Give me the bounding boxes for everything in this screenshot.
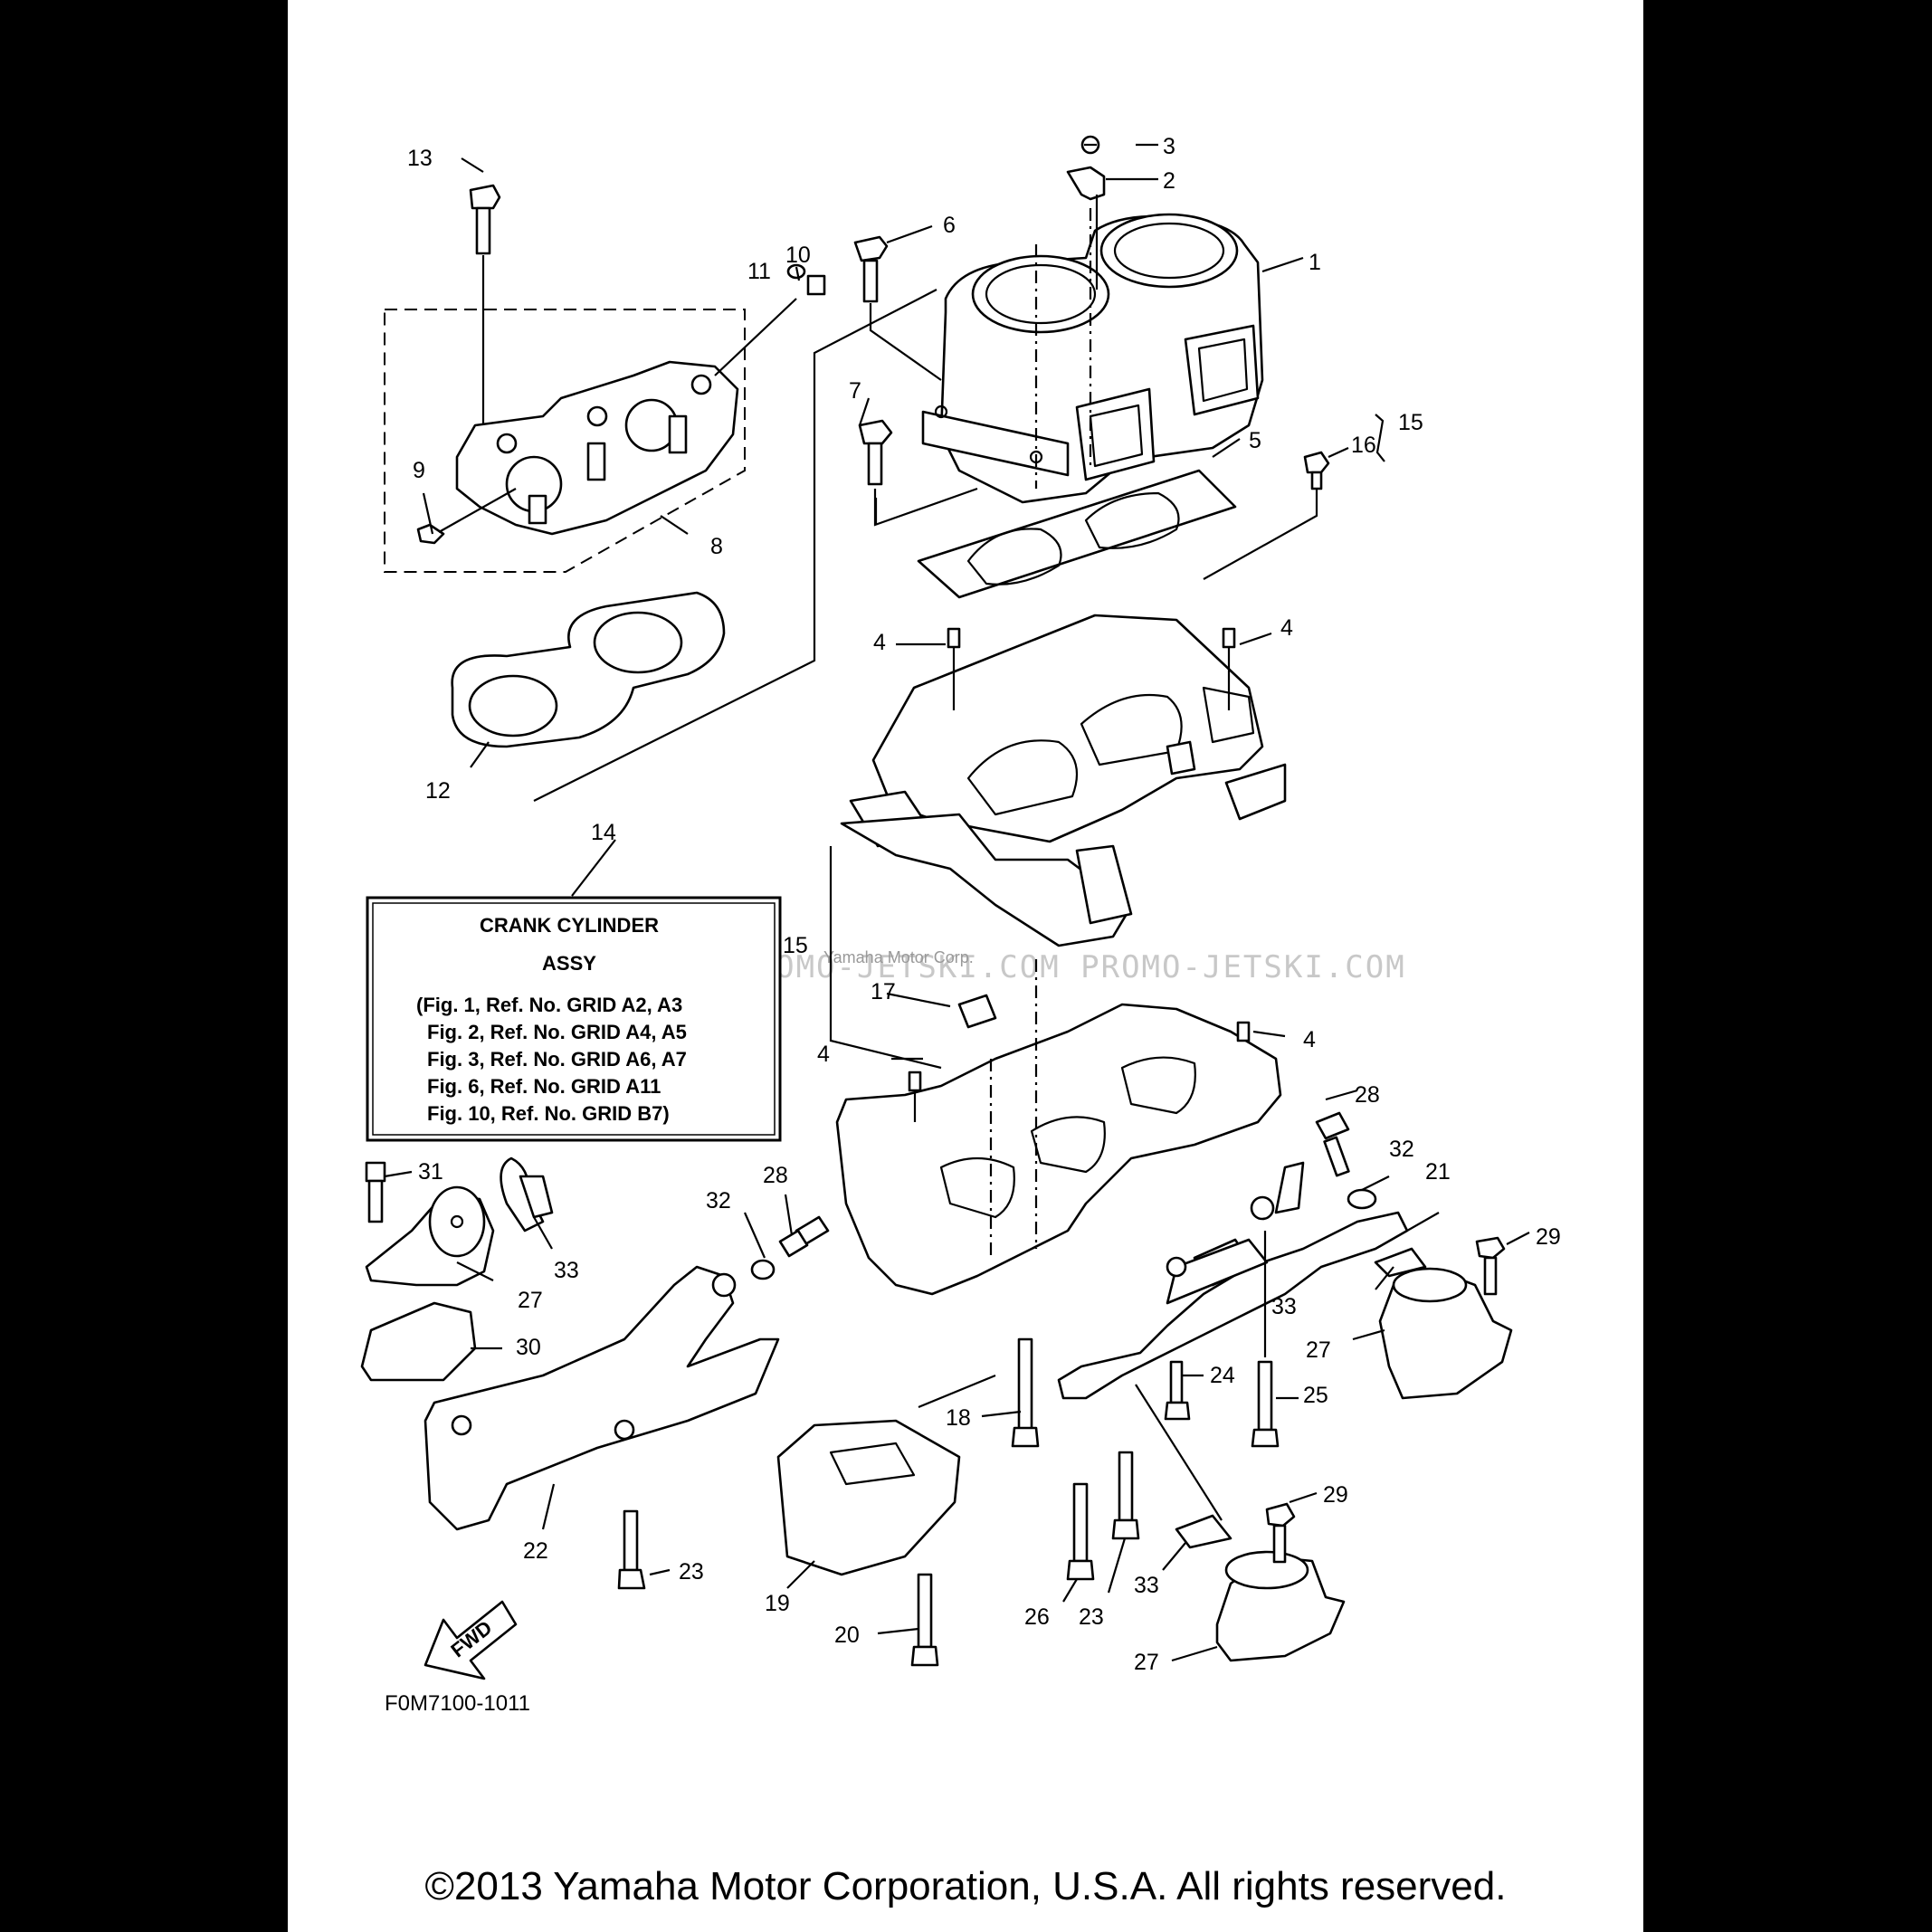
dowel-pin-lower-left [908,1071,922,1092]
label-14: 14 [591,820,616,845]
label-8: 8 [710,534,723,559]
bolt-part-20 [910,1573,939,1667]
fwd-arrow: FWD [424,1600,518,1680]
info-box-subtitle: ASSY [542,952,596,975]
bolt-part-25 [1251,1360,1280,1448]
label-28: 28 [763,1163,788,1188]
label-2: 2 [1163,168,1175,194]
label-23: 23 [679,1559,704,1585]
label-27: 27 [1134,1650,1159,1675]
label-10: 10 [785,243,811,268]
bolt-part-7 [858,419,978,527]
dowel-pin-lower-right [1236,1021,1251,1042]
label-27: 27 [518,1288,543,1313]
washer-part-32-right [1347,1188,1377,1210]
leader-lines [384,143,1530,1662]
upper-crankcase [840,614,1287,947]
cylinder-block [921,213,1264,504]
label-12: 12 [425,778,451,804]
mount-part-19 [776,1419,961,1576]
engine-mount-right-lower [1175,1514,1346,1662]
label-4: 4 [1280,615,1293,641]
label-5: 5 [1249,428,1261,453]
label-4: 4 [817,1042,830,1067]
label-25: 25 [1303,1383,1328,1408]
bracket-part-2 [1066,135,1106,290]
label-29: 29 [1536,1224,1561,1250]
watermark-small: Yamaha Motor Corp. [823,948,974,966]
copyright-notice: ©2013 Yamaha Motor Corporation, U.S.A. A… [424,1864,1507,1908]
label-18: 18 [946,1405,971,1431]
info-box-line: (Fig. 1, Ref. No. GRID A2, A3 [416,994,682,1016]
bolt-part-29-upper [1475,1236,1506,1296]
bolt-part-28-right [1315,1111,1350,1177]
dowel-pin-upper-right [1222,627,1236,649]
info-box-line: Fig. 2, Ref. No. GRID A4, A5 [427,1021,687,1043]
washer-part-32-left [750,1259,776,1280]
label-4: 4 [1303,1027,1316,1052]
engine-mount-right-upper [1374,1247,1513,1400]
label-32: 32 [1389,1137,1414,1162]
label-22: 22 [523,1538,548,1564]
label-33: 33 [1134,1573,1159,1598]
head-gasket [451,591,726,748]
info-box-line: Fig. 3, Ref. No. GRID A6, A7 [427,1048,687,1071]
label-28: 28 [1355,1082,1380,1108]
engine-mount-left [360,1156,554,1382]
info-box-line: Fig. 6, Ref. No. GRID A11 [427,1075,661,1098]
bolt-part-23-left [617,1509,646,1590]
bolt-part-16 [1203,451,1330,580]
lower-crankcase [835,1003,1282,1296]
label-3: 3 [1163,134,1175,159]
label-32: 32 [706,1188,731,1213]
label-20: 20 [834,1623,860,1648]
label-15: 15 [1398,410,1423,435]
label-9: 9 [413,458,425,483]
label-31: 31 [418,1159,443,1185]
label-19: 19 [765,1591,790,1616]
label-24: 24 [1210,1363,1235,1388]
bolt-part-29-lower [1265,1502,1296,1564]
label-33: 33 [1271,1294,1297,1319]
cylinder-head-group-box [384,309,746,573]
bolt-part-23-center [1111,1451,1140,1540]
info-box-title: CRANK CYLINDER [480,914,659,937]
label-17: 17 [871,979,896,1004]
collar-part-17 [957,994,997,1029]
label-23: 23 [1079,1604,1104,1630]
bolt-part-26 [1066,1482,1095,1581]
label-1: 1 [1309,250,1321,275]
label-4: 4 [873,630,886,655]
dowel-pin-upper-left [947,627,961,649]
bolt-part-28-left [778,1215,830,1258]
label-13: 13 [407,146,433,171]
label-33: 33 [554,1258,579,1283]
label-6: 6 [943,213,956,238]
group-bracket [1375,414,1385,462]
drawing-code: F0M7100-1011 [385,1691,530,1716]
bolt-part-24 [1164,1360,1191,1421]
bolt-part-6 [853,235,942,381]
label-11: 11 [747,259,771,284]
label-26: 26 [1024,1604,1050,1630]
label-7: 7 [849,378,861,404]
plug-part-9 [416,488,517,545]
info-box: CRANK CYLINDER ASSY (Fig. 1, Ref. No. GR… [366,896,782,1142]
label-15: 15 [783,933,808,958]
label-21: 21 [1425,1159,1451,1185]
info-box-line: Fig. 10, Ref. No. GRID B7) [427,1102,670,1125]
label-29: 29 [1323,1482,1348,1508]
bolt-part-13 [469,184,501,443]
base-gasket [917,469,1237,599]
cylinder-head [455,360,739,536]
engine-bracket-left [424,1265,780,1531]
label-30: 30 [516,1335,541,1360]
bolt-part-18 [1011,1337,1040,1448]
label-16: 16 [1351,433,1376,458]
label-27: 27 [1306,1337,1331,1363]
